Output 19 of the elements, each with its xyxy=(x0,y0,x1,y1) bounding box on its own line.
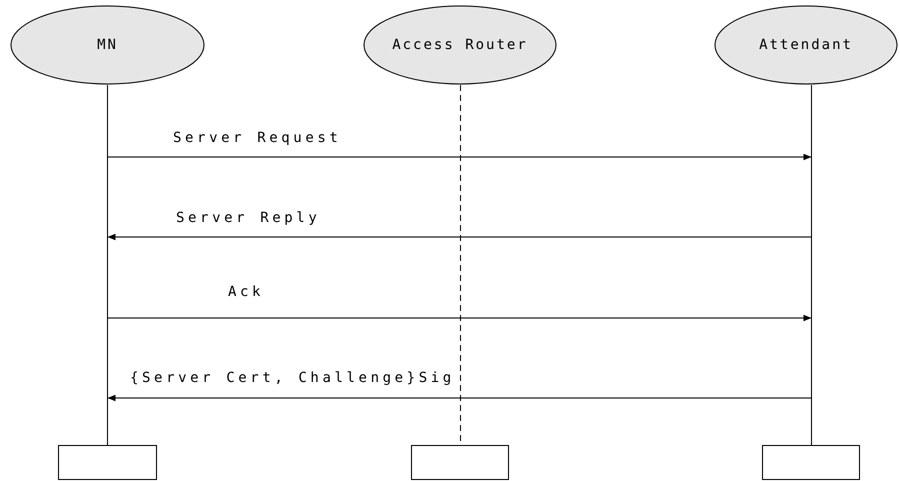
lifeline xyxy=(811,85,812,445)
message-arrow xyxy=(107,394,812,402)
participant-ellipse xyxy=(10,5,205,85)
participant-ellipse xyxy=(363,5,557,85)
lifeline xyxy=(107,85,108,445)
message-label: Server Reply xyxy=(176,210,320,226)
participant-ellipse xyxy=(714,5,898,85)
participant-label: Attendant xyxy=(759,37,853,53)
message-label: Server Request xyxy=(173,130,342,146)
message-label: Ack xyxy=(228,284,264,300)
participant-label: Access Router xyxy=(392,37,528,53)
lifeline-end-box xyxy=(58,445,157,480)
message-arrow xyxy=(107,154,812,160)
message-label: {Server Cert, Challenge}Sig xyxy=(130,370,455,386)
lifeline-end-box xyxy=(762,445,860,480)
message-arrow xyxy=(107,314,812,322)
participant-label: MN xyxy=(97,37,118,53)
lifeline-end-box xyxy=(411,445,509,480)
message-arrow xyxy=(107,234,812,240)
